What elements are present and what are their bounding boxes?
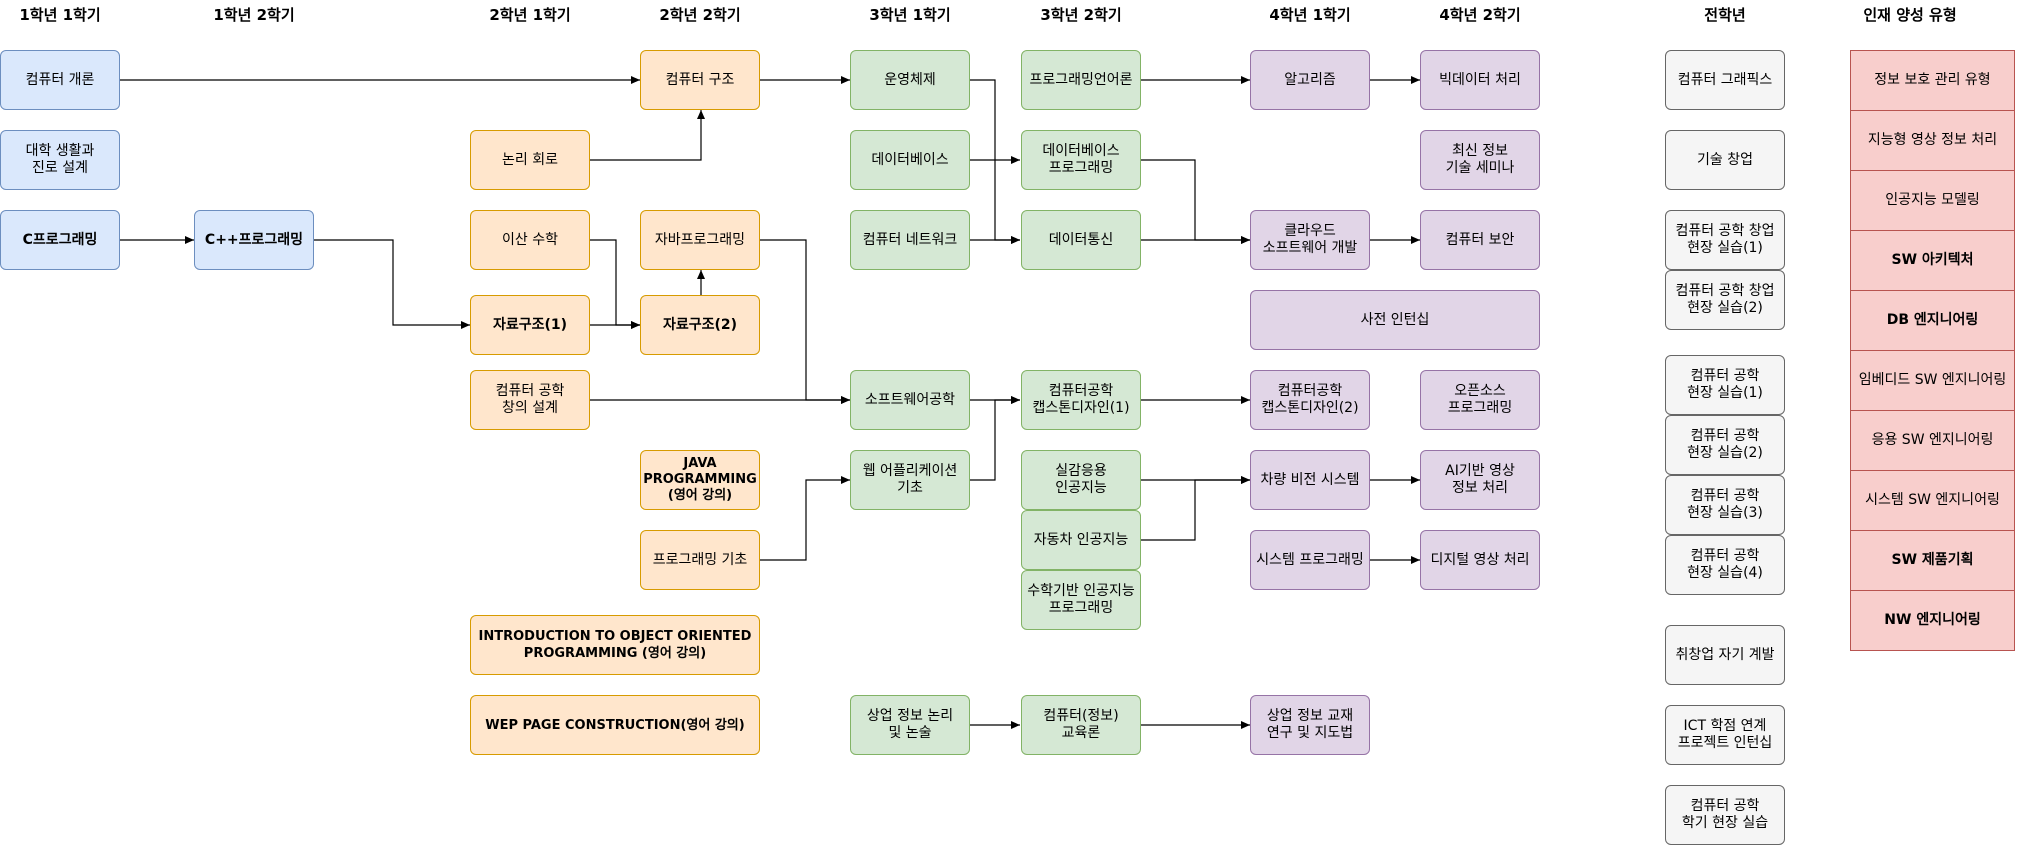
header-y3s2: 3학년 2학기 — [1040, 6, 1122, 24]
course-oop-english: INTRODUCTION TO OBJECT ORIENTED PROGRAMM… — [470, 615, 760, 675]
course-programming-basics: 프로그래밍 기초 — [640, 530, 760, 590]
course-field-practice-4: 컴퓨터 공학 현장 실습(4) — [1665, 535, 1785, 595]
talent-type: SW 아키텍처 — [1850, 230, 2015, 291]
talent-type: 정보 보호 관리 유형 — [1850, 50, 2015, 111]
course-cpp-programming: C++프로그래밍 — [194, 210, 314, 270]
talent-type: NW 엔지니어링 — [1850, 590, 2015, 651]
course-capstone-2: 컴퓨터공학 캡스톤디자인(2) — [1250, 370, 1370, 430]
course-data-structures-2: 자료구조(2) — [640, 295, 760, 355]
course-logic-circuit: 논리 회로 — [470, 130, 590, 190]
course-math-ai: 수학기반 인공지능 프로그래밍 — [1021, 570, 1141, 630]
header-all-years: 전학년 — [1704, 6, 1746, 24]
course-cloud-software: 클라우드 소프트웨어 개발 — [1250, 210, 1370, 270]
course-digital-image: 디지털 영상 처리 — [1420, 530, 1540, 590]
course-web-application: 웹 어플리케이션 기초 — [850, 450, 970, 510]
course-programming-languages: 프로그래밍언어론 — [1021, 50, 1141, 110]
course-web-english: WEP PAGE CONSTRUCTION(영어 강의) — [470, 695, 760, 755]
edge-logic-to-arch — [590, 110, 705, 161]
header-y1s2: 1학년 2학기 — [213, 6, 295, 24]
course-vehicle-vision: 차량 비전 시스템 — [1250, 450, 1370, 510]
course-computer-architecture: 컴퓨터 구조 — [640, 50, 760, 110]
course-java-english: JAVA PROGRAMMING (영어 강의) — [640, 450, 760, 510]
course-college-life: 대학 생활과 진로 설계 — [0, 130, 120, 190]
edge-discrete-to-ds2 — [590, 239, 640, 329]
course-discrete-math: 이산 수학 — [470, 210, 590, 270]
talent-type: 시스템 SW 엔지니어링 — [1850, 470, 2015, 531]
edge-dbprog-to-cloud — [1141, 159, 1250, 244]
course-database: 데이터베이스 — [850, 130, 970, 190]
edge-webapp-to-capstone1 — [970, 396, 1020, 481]
course-startup-field-2: 컴퓨터 공학 창업 현장 실습(2) — [1665, 270, 1785, 330]
course-data-communication: 데이터통신 — [1021, 210, 1141, 270]
edge-cpp-to-ds1 — [314, 239, 470, 329]
header-y2s1: 2학년 1학기 — [489, 6, 571, 24]
talent-type: 인공지능 모델링 — [1850, 170, 2015, 231]
header-y3s1: 3학년 1학기 — [869, 6, 951, 24]
edge-auto-to-vision — [1141, 476, 1250, 541]
talent-type: SW 제품기획 — [1850, 530, 2015, 591]
course-business-teaching: 상업 정보 교재 연구 및 지도법 — [1250, 695, 1370, 755]
header-y1s1: 1학년 1학기 — [19, 6, 101, 24]
course-latest-seminar: 최신 정보 기술 세미나 — [1420, 130, 1540, 190]
course-capstone-1: 컴퓨터공학 캡스톤디자인(1) — [1021, 370, 1141, 430]
header-y2s2: 2학년 2학기 — [659, 6, 741, 24]
header-y4s1: 4학년 1학기 — [1269, 6, 1351, 24]
course-intro-cs: 컴퓨터 개론 — [0, 50, 120, 110]
course-java-programming: 자바프로그래밍 — [640, 210, 760, 270]
course-computer-network: 컴퓨터 네트워크 — [850, 210, 970, 270]
header-talent-types: 인재 양성 유형 — [1863, 6, 1957, 24]
course-creative-design: 컴퓨터 공학 창의 설계 — [470, 370, 590, 430]
header-y4s2: 4학년 2학기 — [1439, 6, 1521, 24]
course-ict-internship: ICT 학점 연계 프로젝트 인턴십 — [1665, 705, 1785, 765]
course-open-source: 오픈소스 프로그래밍 — [1420, 370, 1540, 430]
course-data-structures-1: 자료구조(1) — [470, 295, 590, 355]
talent-type: DB 엔지니어링 — [1850, 290, 2015, 351]
course-algorithms: 알고리즘 — [1250, 50, 1370, 110]
edge-java-to-sweng — [760, 239, 850, 404]
course-business-logic: 상업 정보 논리 및 논술 — [850, 695, 970, 755]
course-tech-startup: 기술 창업 — [1665, 130, 1785, 190]
edge-basics-to-webapp — [760, 476, 850, 561]
course-graphics: 컴퓨터 그래픽스 — [1665, 50, 1785, 110]
course-education-theory: 컴퓨터(정보) 교육론 — [1021, 695, 1141, 755]
course-semester-field: 컴퓨터 공학 학기 현장 실습 — [1665, 785, 1785, 845]
course-field-practice-1: 컴퓨터 공학 현장 실습(1) — [1665, 355, 1785, 415]
course-db-programming: 데이터베이스 프로그래밍 — [1021, 130, 1141, 190]
course-software-engineering: 소프트웨어공학 — [850, 370, 970, 430]
talent-type: 응용 SW 엔지니어링 — [1850, 410, 2015, 471]
course-field-practice-3: 컴퓨터 공학 현장 실습(3) — [1665, 475, 1785, 535]
course-ai-image: AI기반 영상 정보 처리 — [1420, 450, 1540, 510]
course-system-programming: 시스템 프로그래밍 — [1250, 530, 1370, 590]
talent-type: 지능형 영상 정보 처리 — [1850, 110, 2015, 171]
course-operating-systems: 운영체제 — [850, 50, 970, 110]
course-realistic-ai: 실감응용 인공지능 — [1021, 450, 1141, 510]
course-c-programming: C프로그래밍 — [0, 210, 120, 270]
talent-type: 임베디드 SW 엔지니어링 — [1850, 350, 2015, 411]
course-automotive-ai: 자동차 인공지능 — [1021, 510, 1141, 570]
course-computer-security: 컴퓨터 보안 — [1420, 210, 1540, 270]
course-pre-internship: 사전 인턴십 — [1250, 290, 1540, 350]
course-big-data: 빅데이터 처리 — [1420, 50, 1540, 110]
course-field-practice-2: 컴퓨터 공학 현장 실습(2) — [1665, 415, 1785, 475]
course-startup-field-1: 컴퓨터 공학 창업 현장 실습(1) — [1665, 210, 1785, 270]
course-career-development: 취창업 자기 계발 — [1665, 625, 1785, 685]
